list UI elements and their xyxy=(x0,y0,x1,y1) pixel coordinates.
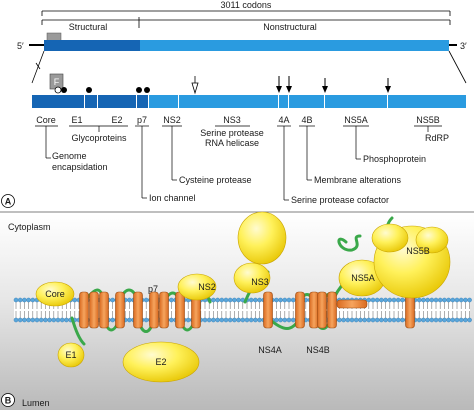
panel-b: Cytoplasm Lumen B xyxy=(0,211,474,410)
label-ns5a: NS5A xyxy=(344,115,368,125)
ns4b-helix xyxy=(327,291,337,329)
label-ns2: NS2 xyxy=(163,115,181,125)
svg-text:NS5B: NS5B xyxy=(406,246,430,256)
genome-structural-bar xyxy=(44,40,140,51)
label-phosphoprotein: Phosphoprotein xyxy=(363,154,426,164)
panel-b-marker xyxy=(1,393,15,407)
signal-peptidase-dot xyxy=(61,87,67,93)
membrane-label-ns4a: NS4A xyxy=(258,345,282,355)
panel-b-label: B xyxy=(5,396,12,406)
label-core: Core xyxy=(36,115,56,125)
label-ns5b: NS5B xyxy=(416,115,440,125)
lumen-label: Lumen xyxy=(22,398,50,408)
label-ion-channel: Ion channel xyxy=(149,193,196,203)
structural-label: Structural xyxy=(69,22,108,32)
ns4b-helix xyxy=(317,291,327,329)
label-e1: E1 xyxy=(71,115,82,125)
label-p7: p7 xyxy=(137,115,147,125)
label-ns4a: 4A xyxy=(278,115,289,125)
membrane-label-ns4b: NS4B xyxy=(306,345,330,355)
ns2-helix xyxy=(159,291,169,329)
e2-protein: E2 xyxy=(122,341,200,383)
label-rdrp: RdRP xyxy=(425,133,449,143)
panel-a-label: A xyxy=(5,197,12,207)
label-e2: E2 xyxy=(111,115,122,125)
label-ns3: NS3 xyxy=(223,115,241,125)
genome-nonstructural-bar xyxy=(140,40,449,51)
signal-peptidase-dot xyxy=(86,87,92,93)
svg-text:E1: E1 xyxy=(65,350,76,360)
five-prime-label: 5′ xyxy=(17,41,24,51)
label-cysteine-protease: Cysteine protease xyxy=(179,175,252,185)
label-serine-protease: Serine protease xyxy=(200,128,264,138)
ns4b-helix xyxy=(295,291,305,329)
three-prime-label: 3′ xyxy=(460,41,467,51)
f-label: F xyxy=(54,77,60,87)
ns5a-membrane-helix xyxy=(336,299,368,309)
label-serine-protease-cofactor: Serine protease cofactor xyxy=(291,195,389,205)
membrane-label-p7: p7 xyxy=(148,284,158,294)
ns5b-protein: NS5B xyxy=(371,223,451,299)
label-ns4b: 4B xyxy=(301,115,312,125)
svg-text:Core: Core xyxy=(45,289,65,299)
svg-text:E2: E2 xyxy=(155,357,166,367)
svg-text:NS2: NS2 xyxy=(198,282,216,292)
e1-helix xyxy=(79,291,89,329)
signal-peptidase-dot xyxy=(144,87,150,93)
f-region-box xyxy=(46,32,62,42)
e2-helix xyxy=(99,291,109,329)
panel-a-marker xyxy=(1,194,15,208)
p7-helix xyxy=(133,291,143,329)
nonstructural-label: Nonstructural xyxy=(263,22,317,32)
transmembrane-helices xyxy=(79,291,415,329)
ns4b-helix xyxy=(309,291,319,329)
svg-text:NS5A: NS5A xyxy=(351,273,375,283)
panel-a: 3011 codons Structural Nonstructural 5′ … xyxy=(0,0,474,213)
ns4a-helix xyxy=(263,291,273,329)
label-membrane-alterations: Membrane alterations xyxy=(314,175,402,185)
ns2-helix xyxy=(175,291,185,329)
cytoplasm-label: Cytoplasm xyxy=(8,222,51,232)
codons-label: 3011 codons xyxy=(221,0,272,10)
svg-text:NS3: NS3 xyxy=(251,277,269,287)
label-glycoproteins: Glycoproteins xyxy=(71,133,127,143)
label-rna-helicase: RNA helicase xyxy=(205,138,259,148)
open-cleavage-circle xyxy=(54,86,62,94)
e1-helix xyxy=(89,291,99,329)
p7-helix xyxy=(149,291,159,329)
ns3-protein: NS3 xyxy=(233,211,287,294)
label-genome-encapsidation: Genome encapsidation xyxy=(52,151,108,172)
e1-protein: E1 xyxy=(57,342,85,368)
polyprotein-bar xyxy=(32,95,466,108)
core-protein: Core xyxy=(35,281,75,307)
signal-peptidase-dot xyxy=(136,87,142,93)
ns3-cleavage-arrows xyxy=(276,76,391,93)
ns2-protein: NS2 xyxy=(177,273,217,301)
ns2-cleavage-arrow xyxy=(191,82,199,95)
e2-helix xyxy=(115,291,125,329)
